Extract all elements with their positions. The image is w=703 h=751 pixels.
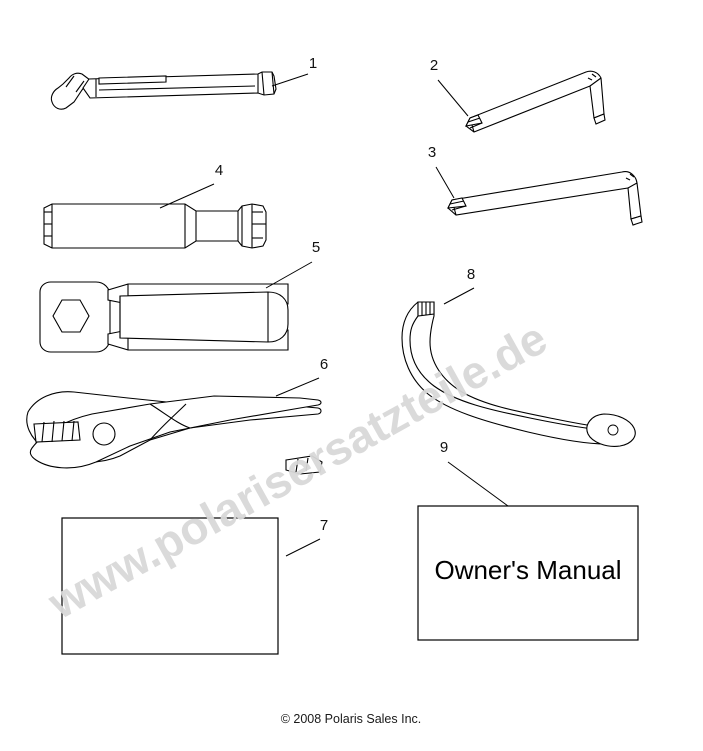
callout-4: 4 bbox=[215, 162, 223, 179]
callout-3: 3 bbox=[428, 144, 436, 161]
callout-5: 5 bbox=[312, 239, 320, 256]
callout-numbers: 1 2 3 4 5 6 7 8 9 bbox=[215, 55, 475, 534]
callout-1: 1 bbox=[309, 55, 317, 72]
callout-8: 8 bbox=[467, 266, 475, 283]
part-6-pliers bbox=[26, 391, 323, 475]
owners-manual-label: Owner's Manual bbox=[434, 555, 621, 585]
callout-6: 6 bbox=[320, 356, 328, 373]
leader-lines bbox=[159, 73, 509, 557]
copyright-notice: © 2008 Polaris Sales Inc. bbox=[281, 712, 422, 726]
part-2-hex-key-large bbox=[465, 70, 606, 133]
part-5-open-end-wrench bbox=[39, 281, 289, 353]
part-7-tool-bag bbox=[61, 517, 279, 655]
callout-7: 7 bbox=[320, 517, 328, 534]
part-4-spark-plug-socket bbox=[43, 203, 267, 249]
part-8-spanner-wrench bbox=[401, 301, 636, 447]
part-9-owners-manual: Owner's Manual bbox=[417, 505, 639, 641]
part-3-hex-key-small bbox=[447, 171, 643, 226]
callout-9: 9 bbox=[440, 439, 448, 456]
part-1-spark-plug-wrench-handle bbox=[50, 71, 277, 110]
callout-2: 2 bbox=[430, 57, 438, 74]
